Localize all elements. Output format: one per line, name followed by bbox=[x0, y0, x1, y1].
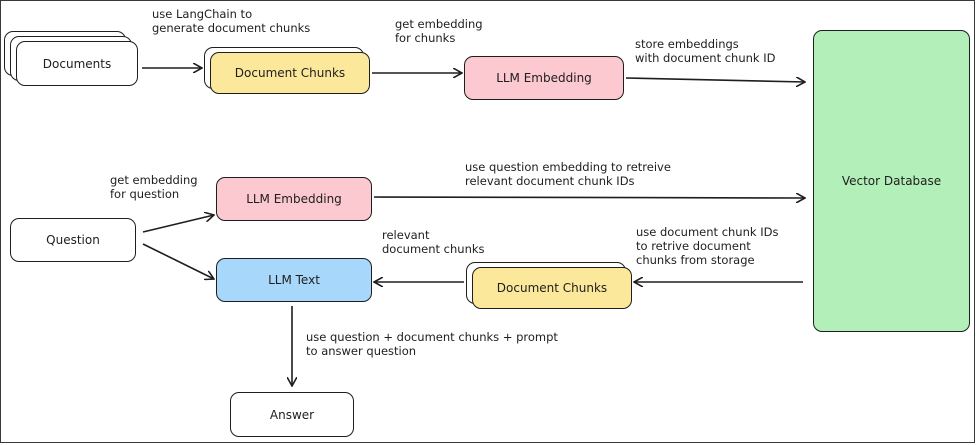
chunks-bottom-label: Document Chunks bbox=[496, 281, 608, 295]
question-node: Question bbox=[10, 218, 136, 262]
label-db-to-chunks: use document chunk IDs to retrive docume… bbox=[636, 225, 779, 267]
chunks-top-label: Document Chunks bbox=[234, 66, 346, 80]
embedding-top-node: LLM Embedding bbox=[464, 56, 624, 100]
embedding-question-node: LLM Embedding bbox=[216, 177, 372, 221]
vector-database-label: Vector Database bbox=[841, 174, 942, 188]
llm-text-node: LLM Text bbox=[216, 258, 372, 302]
embedding-question-label: LLM Embedding bbox=[246, 192, 342, 206]
documents-label: Documents bbox=[42, 56, 112, 71]
edge-question-to-llmtext bbox=[142, 243, 214, 279]
label-embedq-to-db: use question embedding to retreive relev… bbox=[465, 160, 671, 188]
chunks-top-node: Document Chunks bbox=[210, 52, 370, 94]
label-embed-to-db: store embeddings with document chunk ID bbox=[635, 37, 776, 65]
label-question-to-embed: get embedding for question bbox=[110, 173, 198, 201]
answer-node: Answer bbox=[230, 392, 354, 437]
documents-node: Documents bbox=[16, 41, 138, 86]
vector-database-node: Vector Database bbox=[813, 30, 970, 332]
label-docs-to-chunks: use LangChain to generate document chunk… bbox=[152, 7, 311, 35]
edge-embed-to-db bbox=[625, 78, 805, 82]
edge-embedq-to-db bbox=[373, 197, 805, 198]
answer-label: Answer bbox=[269, 407, 315, 422]
label-chunks-to-embed: get embedding for chunks bbox=[395, 17, 483, 45]
embedding-top-label: LLM Embedding bbox=[496, 71, 592, 85]
edge-question-to-embed bbox=[142, 215, 214, 233]
label-chunks-to-llm: relevant document chunks bbox=[382, 228, 485, 256]
llm-text-label: LLM Text bbox=[268, 273, 320, 287]
chunks-bottom-node: Document Chunks bbox=[472, 267, 632, 309]
label-llm-to-answer: use question + document chunks + prompt … bbox=[306, 330, 558, 358]
question-label: Question bbox=[46, 233, 100, 247]
